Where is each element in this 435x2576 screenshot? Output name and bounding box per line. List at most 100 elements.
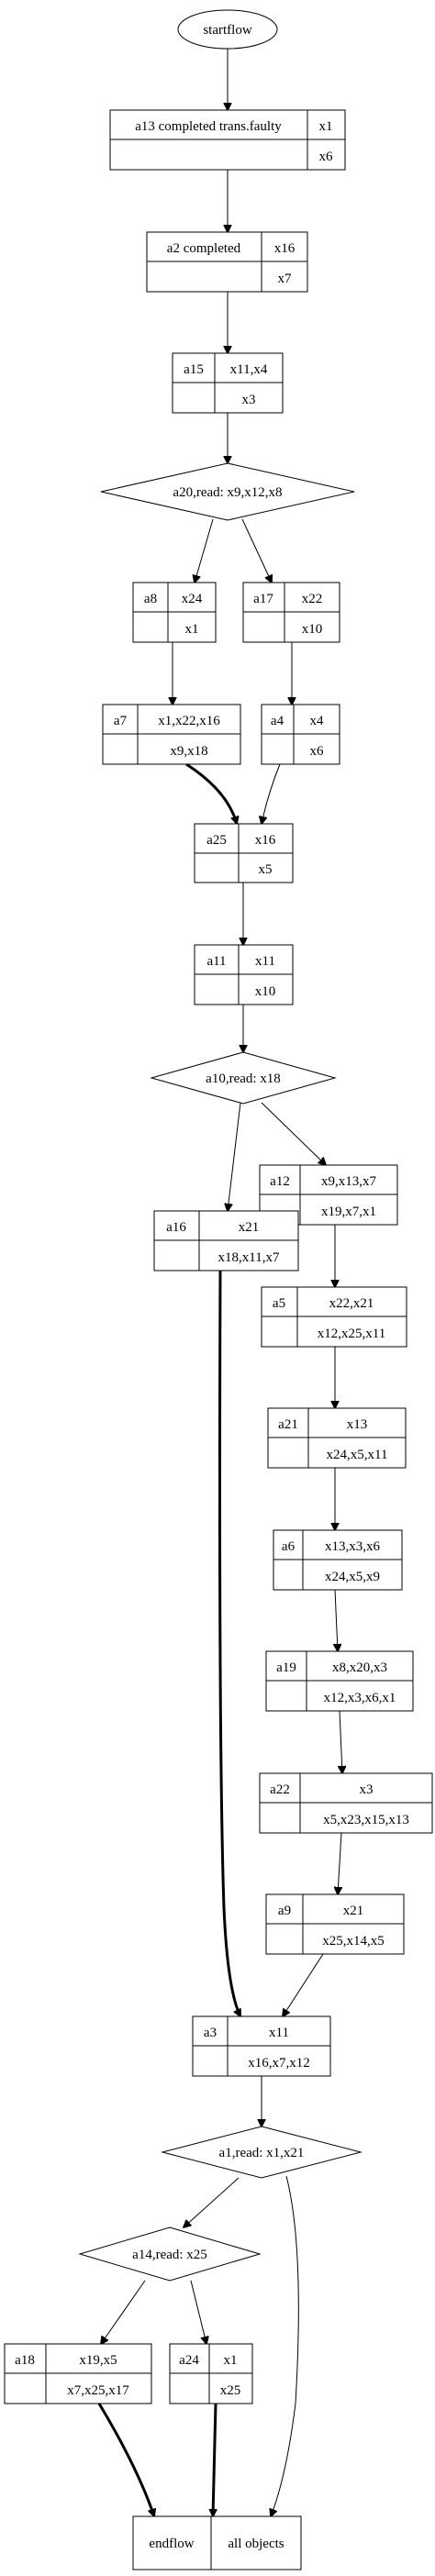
node-a11-top: x11 (255, 954, 275, 969)
node-a16-name: a16 (166, 1220, 186, 1235)
node-a3-bottom: x16,x7,x12 (248, 2056, 310, 2071)
edge-a4-a25 (262, 763, 281, 824)
node-a22-bottom: x5,x23,x15,x13 (323, 1813, 409, 1827)
node-a22-top: x3 (360, 1782, 374, 1797)
node-a16: a16 x21 x18,x11,x7 (153, 1210, 299, 1271)
edge-a1-end (271, 2175, 299, 2516)
node-a19-name: a19 (276, 1660, 296, 1675)
edges (97, 49, 342, 2516)
node-a4-bottom: x6 (310, 744, 325, 759)
node-a11-name: a11 (206, 954, 226, 969)
decision-a1: a1,read: x1,x21 (161, 2126, 362, 2179)
node-a5-name: a5 (273, 1296, 285, 1311)
node-a7-top: x1,x22,x16 (158, 714, 220, 728)
node-a13-name: a13 completed trans.faulty (135, 119, 282, 134)
end-label-right: all objects (228, 2537, 284, 2551)
decision-a14: a14,read: x25 (78, 2226, 262, 2282)
edge-a24-end (213, 2403, 216, 2516)
node-a18-top: x19,x5 (79, 2353, 117, 2368)
node-a22: a22 x3 x5,x23,x15,x13 (259, 1772, 433, 1834)
end-label-left: endflow (149, 2537, 194, 2551)
node-a13: a13 completed trans.faulty x1 x6 (109, 109, 346, 171)
end-node: endflow all objects (132, 2515, 302, 2570)
node-a24-top: x1 (224, 2353, 238, 2368)
node-a3-top: x11 (269, 2026, 289, 2040)
node-a3-name: a3 (204, 2026, 217, 2040)
decision-a10: a10,read: x18 (150, 1051, 337, 1105)
edge-a9-a3 (283, 1953, 324, 2016)
decision-a14-label: a14,read: x25 (132, 2248, 207, 2262)
node-a24: a24 x1 x25 (169, 2343, 253, 2404)
edge-a20-a17 (241, 518, 272, 583)
node-a17: a17 x22 x10 (242, 582, 340, 643)
node-a6-name: a6 (282, 1539, 296, 1554)
node-a21-top: x13 (347, 1417, 368, 1432)
edge-a14-a24 (190, 2280, 206, 2344)
node-a6: a6 x13,x3,x6 x24,x5,x9 (273, 1529, 403, 1591)
node-a21-bottom: x24,x5,x11 (327, 1448, 388, 1462)
edge-a20-a8 (195, 518, 214, 583)
node-a16-top: x21 (239, 1220, 260, 1235)
edge-a1-a14 (184, 2177, 240, 2227)
node-a24-name: a24 (179, 2353, 199, 2368)
node-a17-bottom: x10 (302, 622, 323, 637)
node-a19-bottom: x12,x3,x6,x1 (324, 1691, 396, 1705)
node-a8-name: a8 (144, 592, 157, 606)
node-a19: a19 x8,x20,x3 x12,x3,x6,x1 (265, 1650, 414, 1712)
node-a7-bottom: x9,x18 (170, 744, 207, 759)
node-a25-top: x16 (255, 833, 276, 848)
node-a25: a25 x16 x5 (194, 823, 294, 883)
node-a15-name: a15 (184, 362, 204, 377)
node-a7: a7 x1,x22,x16 x9,x18 (102, 704, 241, 765)
node-a18-bottom: x7,x25,x17 (67, 2383, 129, 2398)
node-a11-bottom: x10 (255, 984, 276, 999)
node-a24-bottom: x25 (220, 2383, 241, 2398)
edge-a19-a22 (340, 1710, 342, 1773)
decision-a10-label: a10,read: x18 (206, 1071, 281, 1086)
node-a16-bottom: x18,x11,x7 (218, 1250, 280, 1265)
node-a8-top: x24 (182, 592, 203, 606)
node-a4-name: a4 (271, 714, 284, 728)
node-a6-bottom: x24,x5,x9 (325, 1570, 380, 1584)
node-a17-top: x22 (302, 592, 323, 606)
node-a7-name: a7 (114, 714, 128, 728)
node-a3: a3 x11 x16,x7,x12 (192, 2015, 331, 2077)
node-a22-name: a22 (270, 1782, 290, 1797)
node-a2-bottom: x7 (278, 272, 293, 286)
node-a8: a8 x24 x1 (132, 582, 217, 643)
node-a4: a4 x4 x6 (261, 704, 340, 765)
edge-a16-a3 (218, 1270, 242, 2016)
node-a2: a2 completed x16 x7 (146, 231, 308, 293)
node-a9-name: a9 (278, 1904, 291, 1918)
edge-a7-a25 (185, 762, 237, 824)
edge-a22-a9 (338, 1832, 341, 1894)
node-a25-name: a25 (206, 833, 227, 848)
node-a13-bottom: x6 (319, 150, 334, 164)
node-a19-top: x8,x20,x3 (332, 1660, 387, 1675)
node-a5: a5 x22,x21 x12,x25,x11 (261, 1286, 407, 1348)
node-a4-top: x4 (310, 714, 325, 728)
node-a13-top: x1 (319, 119, 333, 134)
node-a9: a9 x21 x25,x14,x5 (265, 1893, 405, 1955)
start-label: startflow (203, 23, 251, 38)
start-node: startflow (177, 9, 278, 50)
edge-a10-a16 (228, 1102, 241, 1211)
node-a5-bottom: x12,x25,x11 (318, 1327, 385, 1341)
node-a12-bottom: x19,x7,x1 (321, 1205, 376, 1219)
node-a2-name: a2 completed (167, 241, 241, 256)
node-a5-top: x22,x21 (329, 1296, 374, 1311)
node-a8-bottom: x1 (185, 622, 199, 637)
node-a15-bottom: x3 (242, 393, 256, 407)
node-a11: a11 x11 x10 (194, 944, 294, 1005)
node-a21-name: a21 (278, 1417, 298, 1432)
decision-a1-label: a1,read: x1,x21 (219, 2146, 305, 2160)
node-a2-top: x16 (274, 241, 296, 256)
node-a12-name: a12 (270, 1174, 290, 1189)
edge-a6-a19 (335, 1589, 338, 1651)
node-a18: a18 x19,x5 x7,x25,x17 (4, 2343, 152, 2404)
node-a12-top: x9,x13,x7 (321, 1174, 377, 1189)
node-a6-top: x13,x3,x6 (325, 1539, 381, 1554)
node-a9-top: x21 (343, 1904, 364, 1918)
node-a9-bottom: x25,x14,x5 (322, 1934, 385, 1949)
